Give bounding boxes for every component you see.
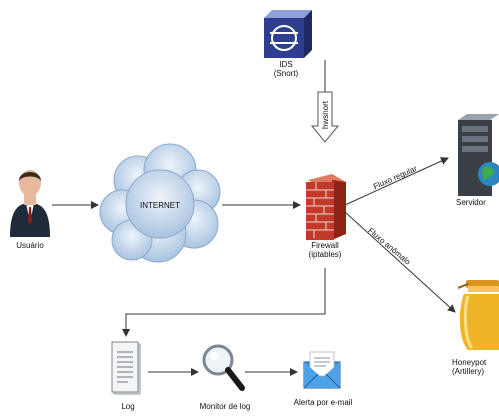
monitor-label-line1: Monitor de log xyxy=(199,402,251,411)
email-icon xyxy=(303,351,341,389)
user-icon xyxy=(10,170,50,237)
edge-firewall-honeypot xyxy=(344,211,456,313)
ids-label-line2: (Snort) xyxy=(273,69,299,78)
usuario-label: Usuário xyxy=(16,241,44,250)
log-label: Log xyxy=(121,402,135,411)
cloud-icon xyxy=(99,143,221,263)
firewall-label: Firewall (iptables) xyxy=(295,241,355,259)
ids-label-line1: IDS xyxy=(279,60,293,69)
hwsnort-arrow xyxy=(310,91,340,143)
firewall-label-line1: Firewall xyxy=(311,241,339,250)
document-icon xyxy=(111,341,141,395)
honeypot-icon xyxy=(458,280,499,350)
servidor-label: Servidor xyxy=(456,198,486,207)
ids-label: IDS (Snort) xyxy=(256,60,316,78)
alerta-label: Alerta por e-mail xyxy=(293,398,353,407)
honeypot-label-line1: Honeypot xyxy=(452,358,487,367)
edge-firewall-servidor xyxy=(344,157,449,206)
internet-label: INTERNET xyxy=(140,201,180,210)
monitor-label: Monitor de log xyxy=(190,402,260,411)
honeypot-label-line2: (Artillery) xyxy=(452,367,484,376)
magnifier-icon xyxy=(202,344,245,391)
firewall-icon xyxy=(306,174,346,240)
edge-firewall-log xyxy=(122,268,326,337)
ids-device-icon xyxy=(264,10,312,58)
honeypot-label: Honeypot (Artillery) xyxy=(452,358,499,376)
edge-label-hwsnort: hwsnort xyxy=(321,100,330,129)
firewall-label-line2: (iptables) xyxy=(308,250,342,259)
server-icon xyxy=(458,114,499,196)
